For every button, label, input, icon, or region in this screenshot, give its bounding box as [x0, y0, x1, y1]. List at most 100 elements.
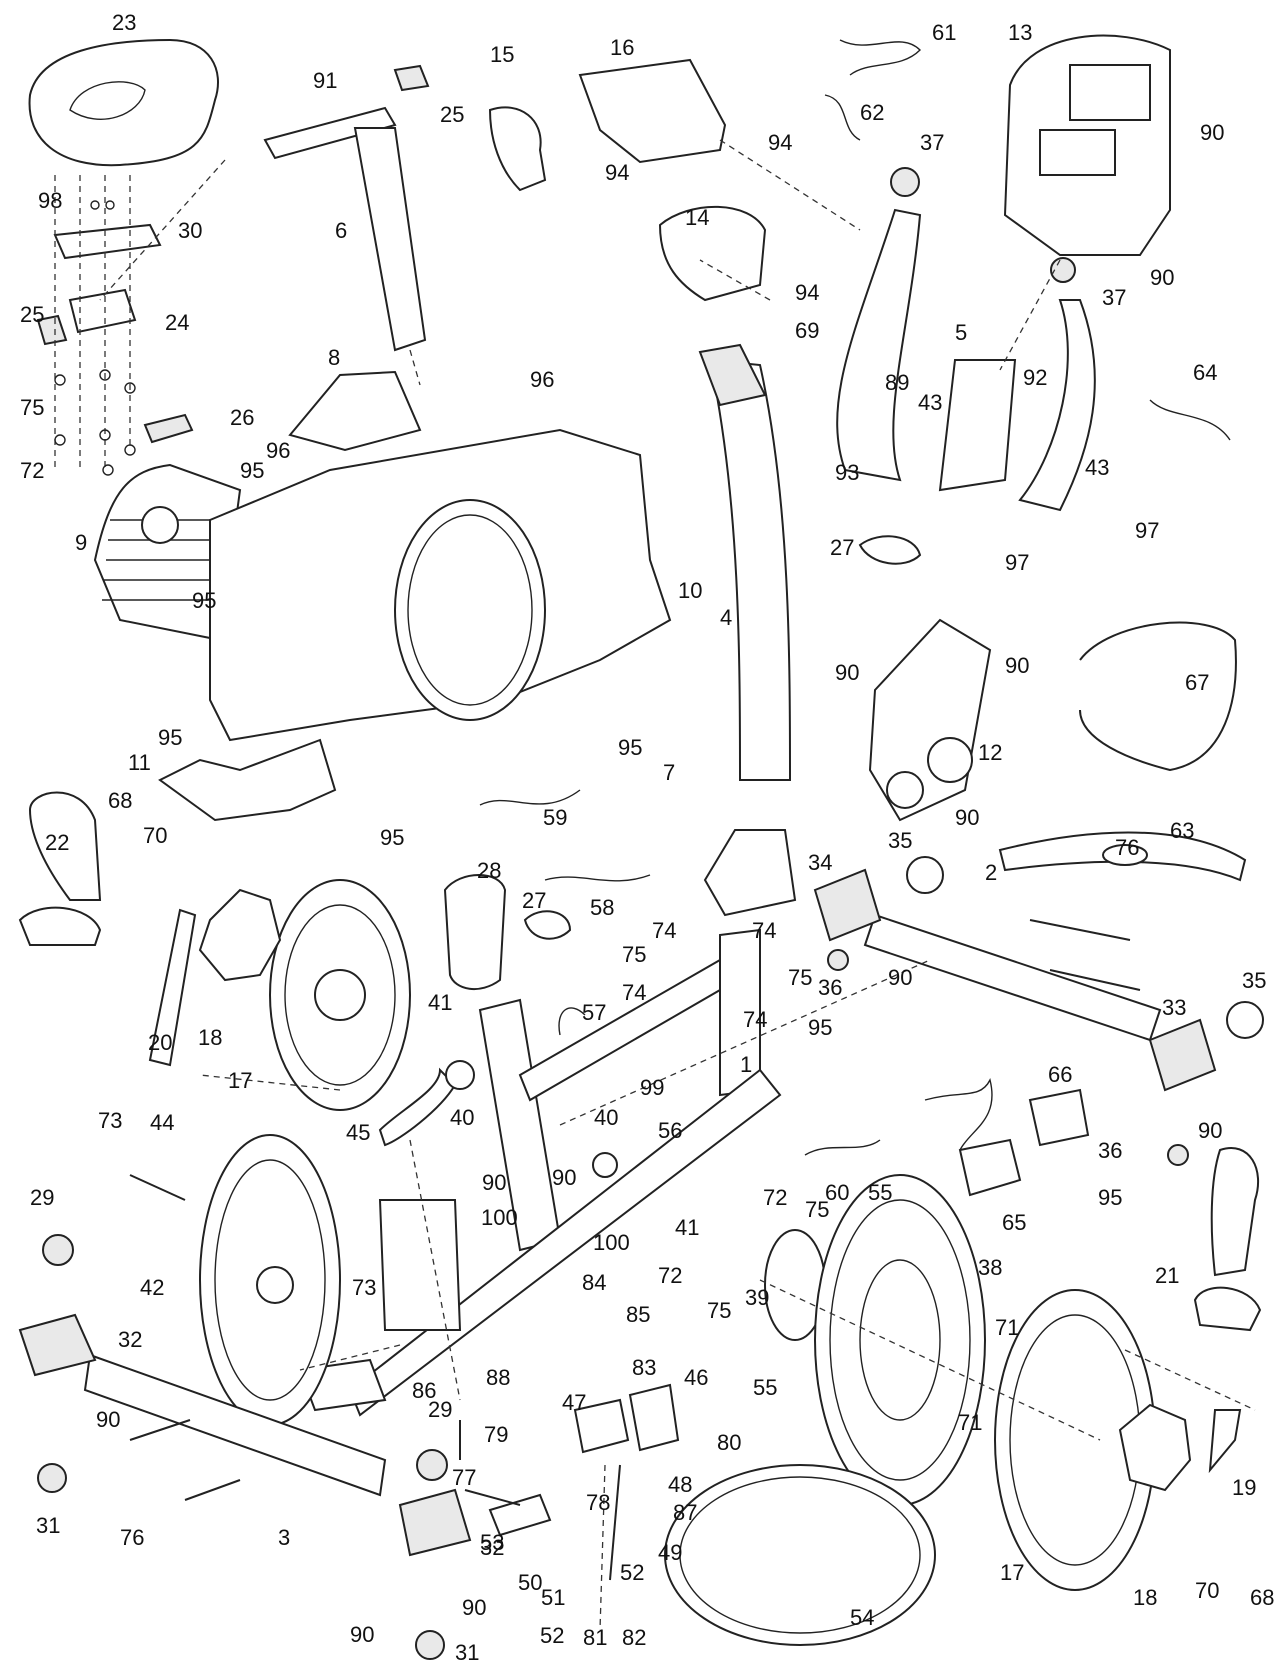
callout-95: 95: [192, 588, 216, 613]
end-cap-37-top: [890, 167, 920, 197]
callout-87: 87: [673, 1500, 697, 1525]
callout-83: 83: [632, 1355, 656, 1380]
bolt-76-rear-upper: [129, 1419, 191, 1441]
seat-assembly: [28, 38, 219, 476]
callout-43: 43: [918, 390, 942, 415]
callout-59: 59: [543, 805, 567, 830]
callout-12: 12: [978, 740, 1002, 765]
bearing-40-left: [445, 1060, 475, 1090]
callout-92: 92: [1023, 365, 1047, 390]
upright-assembly: [698, 343, 1247, 917]
callout-18: 18: [198, 1025, 222, 1050]
callout-16: 16: [610, 35, 634, 60]
cover-14: [658, 205, 767, 302]
rod-49: [609, 1464, 621, 1581]
callout-56: 56: [658, 1118, 682, 1143]
callout-25: 25: [440, 102, 464, 127]
callout-72: 72: [20, 458, 44, 483]
callout-90: 90: [96, 1407, 120, 1432]
callout-23: 23: [112, 10, 136, 35]
callout-24: 24: [165, 310, 189, 335]
wire-61: [839, 39, 921, 76]
callout-70: 70: [143, 823, 167, 848]
callout-31: 31: [455, 1640, 479, 1665]
seat-bracket-30: [53, 223, 162, 260]
adapter-65: [958, 1138, 1022, 1197]
wire-58: [544, 874, 651, 882]
callout-28: 28: [477, 858, 501, 883]
callout-8: 8: [328, 345, 340, 370]
seat-post-assembly: [99, 64, 430, 386]
end-cap-25-left: [36, 314, 68, 346]
callout-89: 89: [885, 370, 909, 395]
knob-29-right: [416, 1449, 448, 1481]
bolt-76-lower: [1049, 969, 1141, 991]
bolt-76-upper: [1029, 919, 1131, 941]
callout-58: 58: [590, 895, 614, 920]
callout-26: 26: [230, 405, 254, 430]
callout-15: 15: [490, 42, 514, 67]
console-bracket-5: [938, 359, 1017, 492]
callout-35: 35: [888, 828, 912, 853]
shroud-opening: [394, 499, 546, 721]
callout-90: 90: [835, 660, 859, 685]
callout-84: 84: [582, 1270, 606, 1295]
callout-41: 41: [428, 990, 452, 1015]
callout-17: 17: [1000, 1560, 1024, 1585]
magnet-47: [573, 1398, 630, 1454]
lower-shroud-11: [158, 738, 337, 822]
callout-75: 75: [707, 1298, 731, 1323]
pulley-38: [814, 1174, 986, 1506]
callout-52: 52: [540, 1623, 564, 1648]
callout-81: 81: [583, 1625, 607, 1650]
pedal-22: [28, 791, 102, 901]
callout-69: 69: [795, 318, 819, 343]
callout-42: 42: [140, 1275, 164, 1300]
callout-75: 75: [805, 1197, 829, 1222]
brake-arm-53: [488, 1493, 552, 1537]
callout-97: 97: [1005, 550, 1029, 575]
frame-tube-28: [443, 874, 507, 991]
callout-70: 70: [1195, 1578, 1219, 1603]
callout-90: 90: [1150, 265, 1174, 290]
callout-76: 76: [1115, 835, 1139, 860]
wheel-35-left: [906, 856, 944, 894]
callout-72: 72: [763, 1185, 787, 1210]
callout-88: 88: [486, 1365, 510, 1390]
callout-39: 39: [745, 1285, 769, 1310]
callout-71: 71: [958, 1410, 982, 1435]
handlebar-cover-15: [488, 106, 547, 192]
end-cap-34: [813, 868, 882, 942]
callout-94: 94: [795, 280, 819, 305]
callout-35: 35: [1242, 968, 1266, 993]
callout-41: 41: [675, 1215, 699, 1240]
callout-78: 78: [586, 1490, 610, 1515]
crank-18-right: [1118, 1403, 1192, 1492]
crank-18-left: [198, 888, 282, 982]
knob-27-top: [858, 535, 922, 565]
callout-27: 27: [830, 535, 854, 560]
callout-75: 75: [20, 395, 44, 420]
ac-wire: [924, 1077, 993, 1151]
callout-37: 37: [920, 130, 944, 155]
main-frame-assembly: [298, 874, 782, 1417]
knob-29-left: [42, 1234, 74, 1266]
callout-18: 18: [1133, 1585, 1157, 1610]
callout-75: 75: [622, 942, 646, 967]
callout-90: 90: [350, 1622, 374, 1647]
callout-4: 4: [720, 605, 732, 630]
callout-2: 2: [985, 860, 997, 885]
callout-96: 96: [266, 438, 290, 463]
callout-57: 57: [582, 1000, 606, 1025]
callout-5: 5: [955, 320, 967, 345]
handlebar-console-assembly: [488, 34, 1231, 565]
callout-36: 36: [1098, 1138, 1122, 1163]
callout-91: 91: [313, 68, 337, 93]
callout-3: 3: [278, 1525, 290, 1550]
callout-90: 90: [482, 1170, 506, 1195]
callout-96: 96: [530, 367, 554, 392]
callout-37: 37: [1102, 285, 1126, 310]
axle-44: [129, 1174, 186, 1201]
fan-housing-9: [93, 463, 242, 642]
